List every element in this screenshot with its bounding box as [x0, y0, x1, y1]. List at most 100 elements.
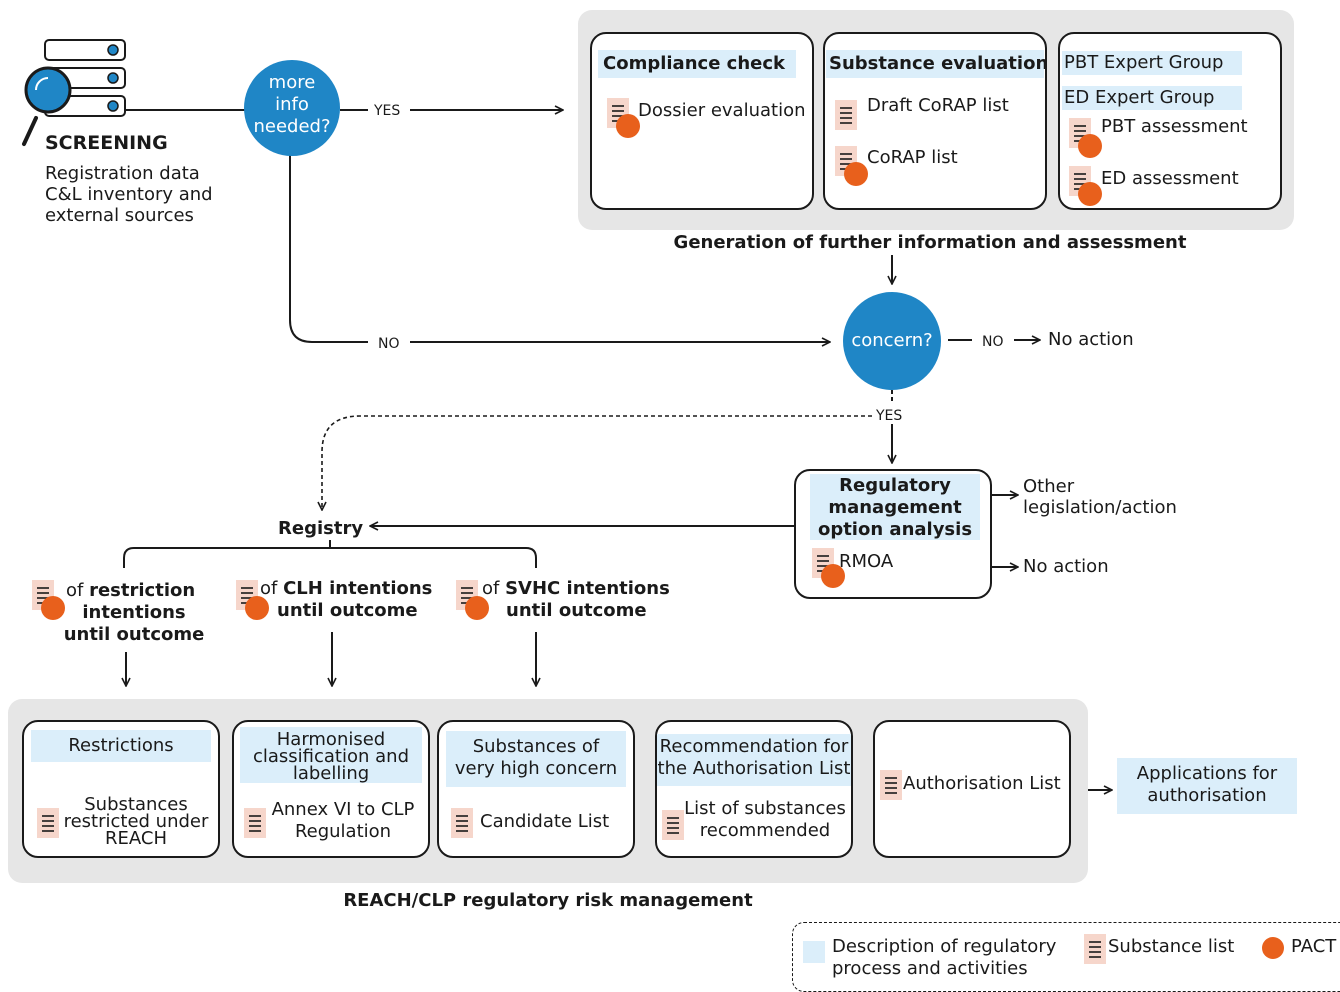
- restriction-bold-3: until outcome: [63, 624, 205, 645]
- clh-bold-1: CLH intentions: [283, 578, 433, 599]
- rmoa-pact-icon: [821, 564, 845, 588]
- legend-blue-swatch: [803, 941, 825, 963]
- authorisation-list-label: Authorisation List: [903, 773, 1061, 794]
- svhc-line-2: very high concern: [454, 758, 618, 779]
- registry-clh-line-1: of CLH intentions: [260, 578, 432, 600]
- screening-server-icon: [22, 39, 126, 146]
- rmoa-other-1: Other: [1023, 476, 1075, 497]
- screening-line-3: external sources: [45, 205, 194, 226]
- dossier-evaluation-label: Dossier evaluation: [638, 100, 806, 121]
- rmoa-no-action: No action: [1023, 556, 1109, 577]
- harmonised-bg: [240, 727, 422, 783]
- restrictions-title: Restrictions: [68, 735, 174, 756]
- applications-line-1: Applications for: [1136, 763, 1278, 784]
- authorisation-list-box: [873, 720, 1071, 858]
- annex-line-2: Regulation: [294, 821, 392, 842]
- svhc-bold-1: SVHC intentions: [505, 578, 670, 599]
- annex-line-1: Annex VI to CLP: [271, 799, 415, 820]
- rmoa-title-2: management: [828, 497, 962, 518]
- draft-corap-substance-list-icon: [835, 100, 857, 130]
- registry-svhc-pact-icon: [465, 596, 489, 620]
- concern-label: concern?: [851, 330, 933, 351]
- legend-substance-list-icon: [1084, 934, 1106, 964]
- of-text: of: [260, 578, 278, 599]
- harmonised-line-1: Harmonised: [276, 729, 386, 750]
- legend-pact: PACT: [1291, 936, 1337, 957]
- rmoa-other-2: legislation/action: [1023, 497, 1177, 518]
- restriction-bold-2: intentions: [82, 602, 186, 623]
- harmonised-line-2: classification and: [252, 746, 409, 767]
- registry-restriction-pact-icon: [41, 596, 65, 620]
- recommendation-line-1: Recommendation for: [659, 736, 849, 757]
- svhc-bg: [446, 731, 626, 787]
- restriction-bold-1: restriction: [89, 580, 196, 601]
- registry-svhc-line-1: of SVHC intentions: [482, 578, 670, 600]
- of-text: of: [482, 578, 500, 599]
- pbt-expert-group-label: PBT Expert Group: [1064, 52, 1224, 73]
- harmonised-line-3: labelling: [292, 763, 370, 784]
- screening-line-1: Registration data: [45, 163, 200, 184]
- legend-pact-icon: [1262, 937, 1284, 959]
- restricted-line-3: REACH: [105, 828, 167, 849]
- ed-group-bg: [1062, 86, 1242, 110]
- list-rec-line-1: List of substances: [684, 798, 846, 819]
- concern-no-label: NO: [982, 334, 1004, 350]
- ed-assessment-pact-icon: [1078, 182, 1102, 206]
- legend-description-2: process and activities: [832, 958, 1028, 979]
- more-info-decision: more info needed?: [244, 60, 340, 156]
- generation-title: Generation of further information and as…: [673, 232, 1187, 253]
- corap-label: CoRAP list: [867, 147, 958, 168]
- pbt-assessment-label: PBT assessment: [1101, 116, 1248, 137]
- substance-evaluation-title: Substance evaluation: [829, 53, 1049, 74]
- rmoa-list-label: RMOA: [839, 551, 894, 572]
- restricted-line-1: Substances: [84, 794, 188, 815]
- authorisation-substance-list-icon: [880, 770, 902, 800]
- registry-clh-pact-icon: [245, 596, 269, 620]
- clh-bold-2: until outcome: [277, 600, 418, 621]
- annex-substance-list-icon: [244, 808, 266, 838]
- draft-corap-label: Draft CoRAP list: [867, 95, 1009, 116]
- screening-title: SCREENING: [45, 132, 168, 154]
- corap-pact-icon: [844, 162, 868, 186]
- registry-title: Registry: [278, 518, 364, 539]
- pbt-group-bg: [1062, 51, 1242, 75]
- restricted-line-2: restricted under: [63, 811, 209, 832]
- applications-line-2: authorisation: [1147, 785, 1267, 806]
- decision-line-2: info: [275, 94, 309, 115]
- decision-no-label: NO: [378, 336, 400, 352]
- restrictions-bg: [31, 730, 211, 762]
- recommendation-bg: [657, 734, 851, 786]
- decision-line-1: more: [268, 72, 316, 93]
- list-rec-substance-list-icon: [662, 810, 684, 840]
- decision-line-3: needed?: [253, 116, 331, 137]
- ed-expert-group-label: ED Expert Group: [1064, 87, 1215, 108]
- decision-yes-label: YES: [374, 103, 401, 119]
- restricted-substance-list-icon: [37, 808, 59, 838]
- concern-decision: concern?: [843, 292, 941, 390]
- list-rec-line-2: recommended: [699, 820, 831, 841]
- dossier-pact-icon: [616, 114, 640, 138]
- rmoa-title-3: option analysis: [817, 519, 973, 540]
- candidate-list-label: Candidate List: [480, 811, 610, 832]
- candidate-substance-list-icon: [451, 808, 473, 838]
- compliance-check-bg: [598, 50, 796, 78]
- applications-bg: [1117, 758, 1297, 814]
- substance-evaluation-bg: [826, 50, 1044, 78]
- rmoa-bg: [810, 474, 980, 540]
- ed-assessment-label: ED assessment: [1101, 168, 1239, 189]
- svhc-bold-2: until outcome: [506, 600, 647, 621]
- pbt-assessment-pact-icon: [1078, 134, 1102, 158]
- concern-no-action: No action: [1048, 329, 1134, 350]
- rmoa-title-1: Regulatory: [839, 475, 951, 496]
- concern-yes-label: YES: [876, 408, 903, 424]
- reach-title: REACH/CLP regulatory risk management: [343, 890, 753, 911]
- of-text: of: [66, 580, 84, 601]
- svhc-line-1: Substances of: [472, 736, 600, 757]
- recommendation-line-2: the Authorisation List: [657, 758, 851, 779]
- screening-line-2: C&L inventory and: [45, 184, 213, 205]
- compliance-check-title: Compliance check: [603, 53, 785, 74]
- registry-restriction-line-1: of restriction: [66, 580, 195, 602]
- legend-description-1: Description of regulatory: [832, 936, 1057, 957]
- legend-substance-list: Substance list: [1108, 936, 1235, 957]
